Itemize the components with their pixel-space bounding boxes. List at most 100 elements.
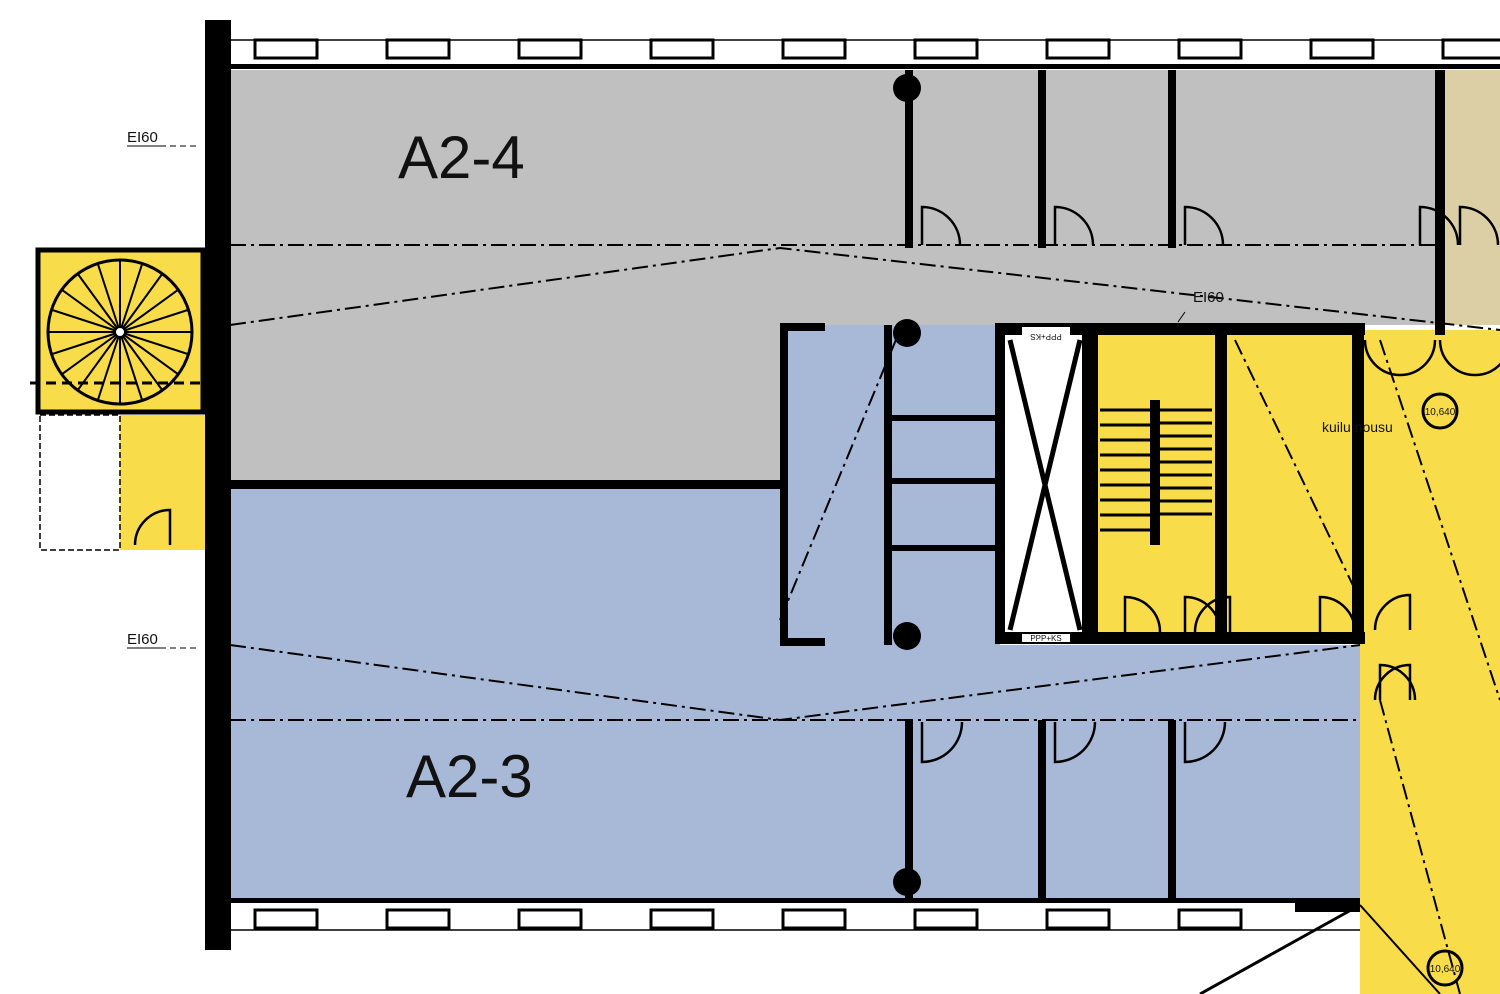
fire-rating-label: EI60 [1193, 289, 1224, 306]
window [517, 38, 583, 60]
fire-rating-label: EI60 [127, 129, 158, 146]
spiral-step [61, 331, 121, 376]
right-lobby [1360, 330, 1500, 994]
toilet-frame-west [780, 325, 788, 645]
column [893, 868, 921, 896]
spiral-step [61, 288, 121, 333]
toilet-stall-walls [884, 415, 1000, 551]
shaft-label: PPP+KS [1030, 332, 1061, 341]
spiral-step [51, 331, 121, 356]
stall-wall [884, 545, 1000, 551]
door-swing [1123, 595, 1162, 633]
lift-east-wall [1082, 323, 1098, 643]
toilet-frame-bottom [780, 638, 825, 646]
window [253, 38, 319, 60]
window [1177, 38, 1243, 60]
partition-a2-4-a2-3 [230, 480, 785, 489]
door-swing [1053, 721, 1097, 764]
level-label: 10,640 [1430, 964, 1461, 975]
shaft-label: PPP+KS [1030, 634, 1061, 643]
north-wall [230, 64, 1500, 69]
column [893, 319, 921, 347]
west-wall [205, 20, 231, 950]
level-marker: 10,640 [1421, 392, 1459, 430]
fire-compartment-lines [229, 244, 1500, 994]
beige-area [1440, 70, 1500, 325]
door-swing [920, 721, 964, 764]
column [893, 74, 921, 102]
window [1045, 908, 1111, 930]
door-swing [1373, 593, 1412, 631]
stair-east-wall [1215, 335, 1227, 635]
walls [205, 20, 1500, 950]
door-swing [1318, 595, 1357, 633]
spiral-step [119, 273, 164, 333]
door-swing [1458, 205, 1500, 246]
room-a2-4-area [230, 70, 1440, 485]
window [1309, 38, 1375, 60]
spiral-step [119, 331, 144, 401]
spiral-step [119, 331, 164, 391]
window [253, 908, 319, 930]
shaft-wall [1435, 70, 1445, 335]
room-label-a2-4: A2-4 [398, 124, 525, 191]
window [385, 38, 451, 60]
spiral-step [51, 308, 121, 333]
door-swing [1183, 721, 1227, 764]
toilet-frame-top [780, 323, 825, 331]
stair-treads [1100, 400, 1212, 545]
window [1177, 908, 1243, 930]
window [1441, 38, 1500, 60]
door-swing [1373, 663, 1412, 701]
door-swing [1053, 205, 1095, 246]
lift-cross-icon [1007, 339, 1083, 631]
door-swing [133, 508, 172, 546]
partition-wall [1168, 720, 1176, 900]
east-wall-right [1295, 898, 1360, 912]
stall-wall [884, 415, 1000, 421]
partition-wall [1038, 720, 1046, 900]
partition-wall [905, 720, 913, 900]
window [913, 908, 979, 930]
window [781, 908, 847, 930]
door-swing [1193, 595, 1232, 633]
room-a2-3-area [230, 485, 1360, 900]
door-swing [1418, 205, 1460, 246]
spiral-step [119, 288, 179, 333]
door-swing [1183, 205, 1225, 246]
columns [893, 74, 921, 896]
core-east-wall [1352, 323, 1364, 643]
partition-wall [905, 70, 913, 248]
office-partitions [905, 70, 1176, 900]
partition-wall [1168, 70, 1176, 248]
window [913, 38, 979, 60]
window [781, 38, 847, 60]
window [649, 38, 715, 60]
column [893, 622, 921, 650]
spiral-step [119, 331, 179, 376]
window [649, 908, 715, 930]
spiral-step [119, 263, 144, 333]
window [517, 908, 583, 930]
door-swing [1363, 339, 1437, 377]
fire-rating-label: EI60 [127, 631, 158, 648]
spiral-step [76, 331, 121, 391]
toilet-west-wall [884, 325, 892, 645]
spiral-step [96, 263, 121, 333]
spiral-step [76, 273, 121, 333]
zone-fills [38, 70, 1500, 994]
spiral-step [119, 308, 189, 333]
shaft-note: kuilu nousu [1322, 419, 1393, 435]
spiral-post [114, 326, 126, 338]
south-wall [230, 898, 1360, 903]
stall-wall [884, 478, 1000, 484]
windows [230, 38, 1500, 931]
partition-wall [1038, 70, 1046, 248]
window [1045, 38, 1111, 60]
spiral-step [119, 331, 189, 356]
level-marker: 10,640 [1426, 949, 1464, 987]
stair-stringer [1150, 400, 1160, 545]
side-entry-area [120, 415, 205, 550]
spiral-stair-icon [30, 247, 206, 551]
